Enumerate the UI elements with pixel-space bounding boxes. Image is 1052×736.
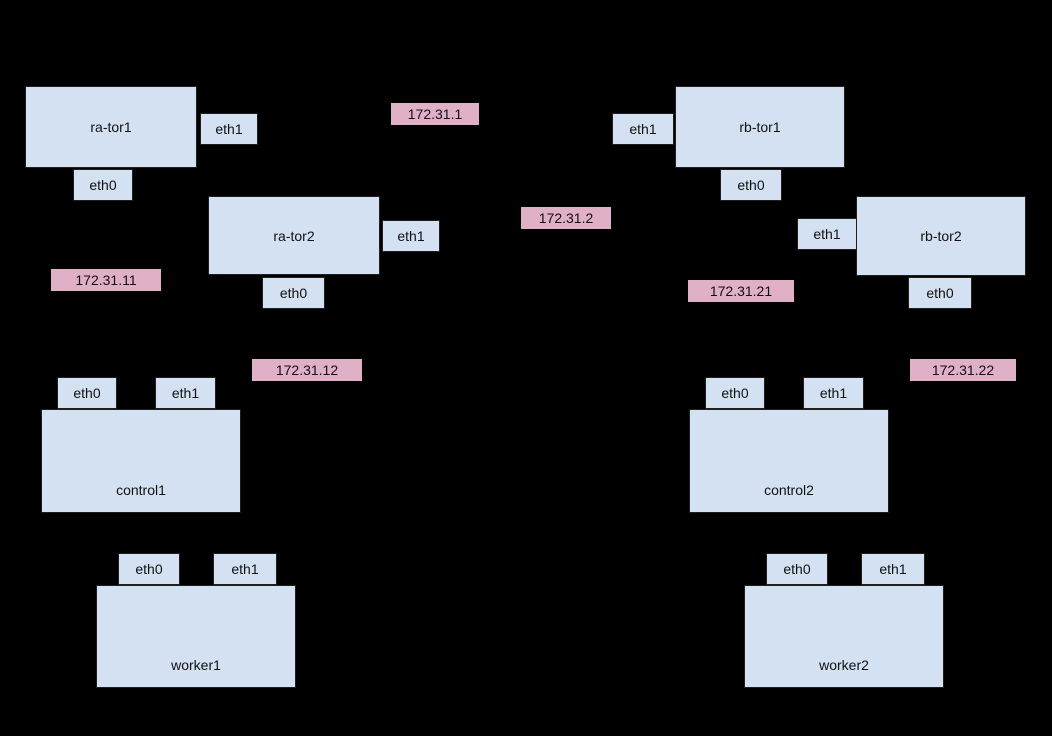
node-ra-tor2[interactable]: ra-tor2 <box>208 196 380 275</box>
ip-label-ip-172-31-1: 172.31.1 <box>391 103 479 125</box>
ip-label-ip-172-31-11: 172.31.11 <box>51 269 161 291</box>
node-label-worker2: worker2 <box>819 657 869 673</box>
port-ra-tor2-eth1[interactable]: eth1 <box>382 220 440 252</box>
node-label-rb-tor2: rb-tor2 <box>920 228 962 244</box>
port-worker2-eth1[interactable]: eth1 <box>861 553 925 585</box>
port-worker2-eth0[interactable]: eth0 <box>766 553 828 585</box>
node-label-ra-tor1: ra-tor1 <box>90 119 132 135</box>
ip-label-ip-172-31-22: 172.31.22 <box>910 359 1016 381</box>
port-rb-tor1-eth0[interactable]: eth0 <box>720 169 782 201</box>
port-worker1-eth1[interactable]: eth1 <box>213 553 277 585</box>
port-control2-eth1[interactable]: eth1 <box>803 377 864 409</box>
port-ra-tor1-eth1[interactable]: eth1 <box>200 113 258 145</box>
port-ra-tor2-eth0[interactable]: eth0 <box>262 277 325 309</box>
port-ra-tor1-eth0[interactable]: eth0 <box>73 169 133 201</box>
node-rb-tor2[interactable]: rb-tor2 <box>856 196 1026 276</box>
ip-label-ip-172-31-21: 172.31.21 <box>688 280 794 302</box>
port-control2-eth0[interactable]: eth0 <box>705 377 765 409</box>
node-rb-tor1[interactable]: rb-tor1 <box>675 86 845 168</box>
node-ra-tor1[interactable]: ra-tor1 <box>25 86 197 168</box>
port-control1-eth0[interactable]: eth0 <box>57 377 117 409</box>
node-label-worker1: worker1 <box>171 657 221 673</box>
node-worker2[interactable]: worker2 <box>744 585 944 688</box>
port-rb-tor1-eth1[interactable]: eth1 <box>612 113 674 145</box>
node-label-control2: control2 <box>764 482 814 498</box>
port-rb-tor2-eth0[interactable]: eth0 <box>908 277 972 309</box>
ip-label-ip-172-31-12: 172.31.12 <box>252 359 362 381</box>
node-label-control1: control1 <box>116 482 166 498</box>
port-control1-eth1[interactable]: eth1 <box>155 377 216 409</box>
port-worker1-eth0[interactable]: eth0 <box>118 553 180 585</box>
node-label-ra-tor2: ra-tor2 <box>273 227 315 244</box>
node-control1[interactable]: control1 <box>41 409 241 513</box>
node-control2[interactable]: control2 <box>689 409 889 513</box>
node-label-rb-tor1: rb-tor1 <box>739 119 781 135</box>
ip-label-ip-172-31-2: 172.31.2 <box>521 207 611 229</box>
port-rb-tor2-eth1[interactable]: eth1 <box>797 218 857 250</box>
node-worker1[interactable]: worker1 <box>96 585 296 688</box>
